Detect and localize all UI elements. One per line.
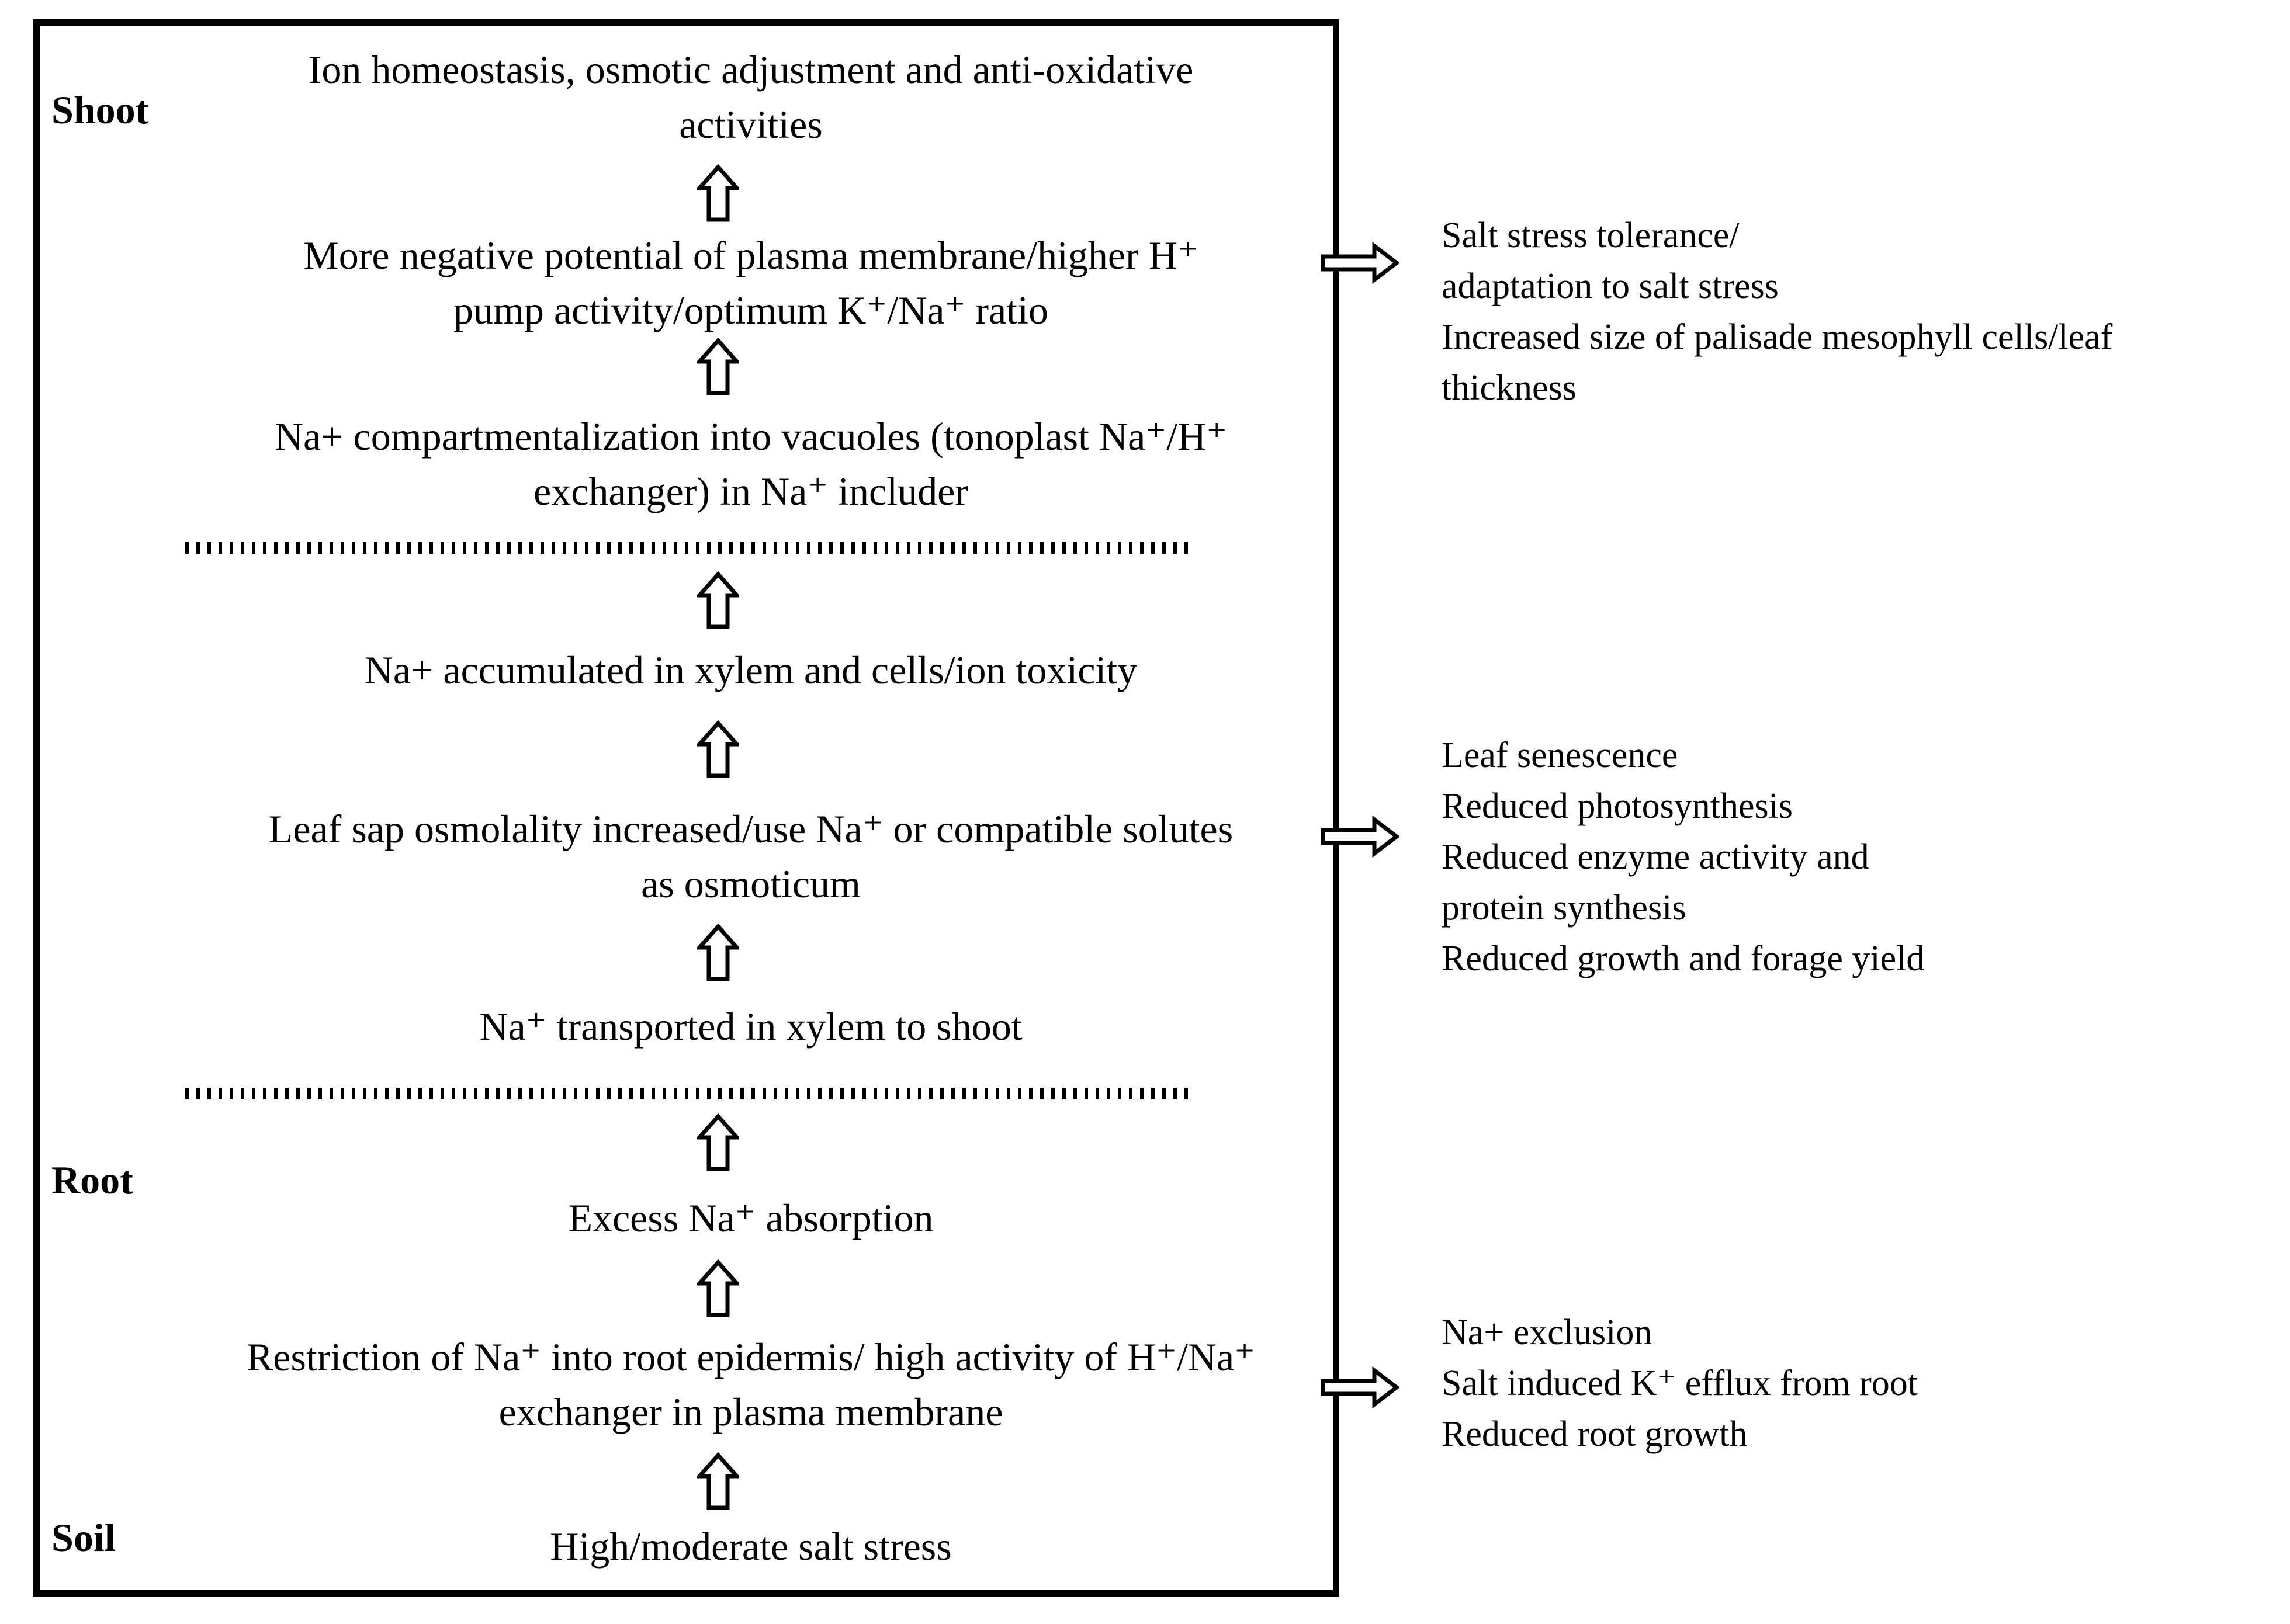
- region-label-root: Root: [51, 1158, 133, 1202]
- flow-step-membrane-potential: More negative potential of plasma membra…: [303, 233, 1198, 332]
- annotation-leaf-senescence: Leaf senescence Reduced photosynthesis R…: [1442, 735, 1925, 978]
- up-arrow-icon: [697, 571, 739, 629]
- up-arrow-icon: [697, 924, 739, 981]
- right-arrow-icon: [1321, 815, 1399, 858]
- flow-step-leaf-sap-osmolality: Leaf sap osmolality increased/use Na⁺ or…: [268, 807, 1234, 906]
- annotation-salt-tolerance: Salt stress tolerance/ adaptation to sal…: [1442, 216, 2113, 408]
- up-arrow-icon: [697, 1259, 739, 1317]
- flow-step-excess-na-absorption: Excess Na⁺ absorption: [568, 1196, 934, 1240]
- flow-step-salt-stress: High/moderate salt stress: [550, 1524, 952, 1569]
- dotted-divider: [185, 1088, 1191, 1099]
- up-arrow-icon: [697, 720, 739, 778]
- flow-step-na-restriction: Restriction of Na⁺ into root epidermis/ …: [246, 1335, 1256, 1434]
- right-arrow-icon: [1321, 241, 1399, 284]
- flow-step-na-compartmentalization: Na+ compartmentalization into vacuoles (…: [274, 414, 1228, 513]
- right-arrow-icon: [1321, 1366, 1399, 1409]
- up-arrow-icon: [697, 338, 739, 395]
- annotation-na-exclusion: Na+ exclusion Salt induced K⁺ efflux fro…: [1442, 1313, 1918, 1454]
- plant-compartments-box: [33, 19, 1339, 1597]
- dotted-divider: [185, 542, 1191, 554]
- flow-step-na-transported: Na⁺ transported in xylem to shoot: [479, 1004, 1023, 1049]
- up-arrow-icon: [697, 164, 739, 222]
- flow-step-na-accumulated: Na+ accumulated in xylem and cells/ion t…: [364, 648, 1138, 692]
- region-label-shoot: Shoot: [51, 88, 149, 132]
- up-arrow-icon: [697, 1452, 739, 1510]
- flow-step-ion-homeostasis: Ion homeostasis, osmotic adjustment and …: [308, 47, 1194, 147]
- up-arrow-icon: [697, 1113, 739, 1171]
- region-label-soil: Soil: [51, 1515, 116, 1560]
